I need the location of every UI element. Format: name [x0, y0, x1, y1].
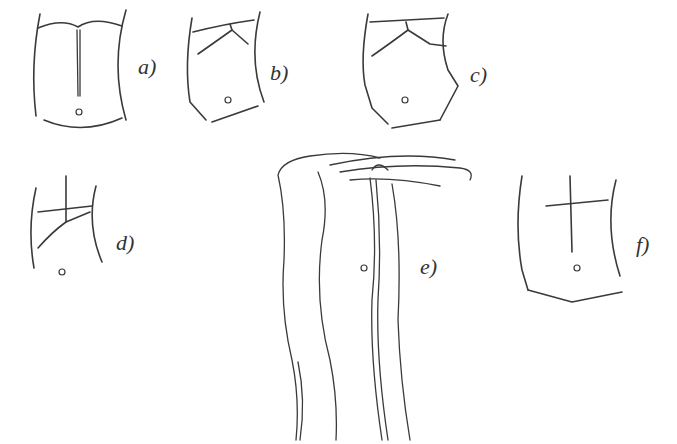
torso-a [34, 10, 126, 128]
torso-b [187, 12, 264, 122]
figure-label: a) [138, 56, 156, 78]
torso-c [363, 14, 458, 128]
figure-label: d) [116, 232, 134, 254]
figure-label: f) [636, 234, 649, 256]
figure-label: c) [470, 64, 487, 86]
figure-label: b) [270, 62, 288, 84]
torso-d [31, 176, 102, 275]
torso-e [278, 153, 471, 440]
torso-f [518, 176, 622, 302]
figure-label: e) [420, 256, 437, 278]
